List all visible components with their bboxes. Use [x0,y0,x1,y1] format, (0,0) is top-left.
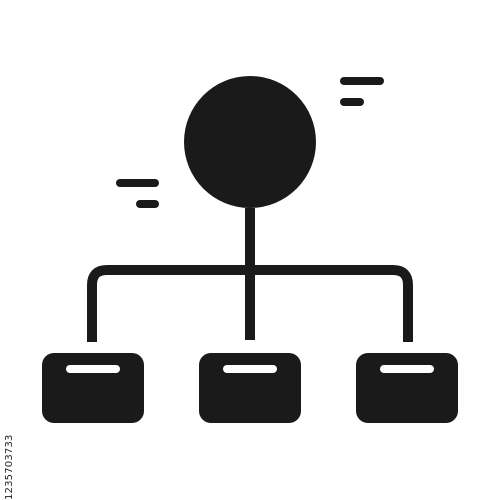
stock-image-id: 1235703733 [4,434,15,500]
child-node-right [356,353,458,423]
child-node-center-highlight [223,365,277,373]
child-node-right-highlight [380,365,434,373]
motion-lines-left [116,179,159,208]
motion-lines-right [340,77,384,106]
child-node-center [199,353,301,423]
child-node-left-highlight [66,365,120,373]
child-node-left [42,353,144,423]
branch-connector-line [87,265,413,342]
root-node-circle [184,76,316,208]
